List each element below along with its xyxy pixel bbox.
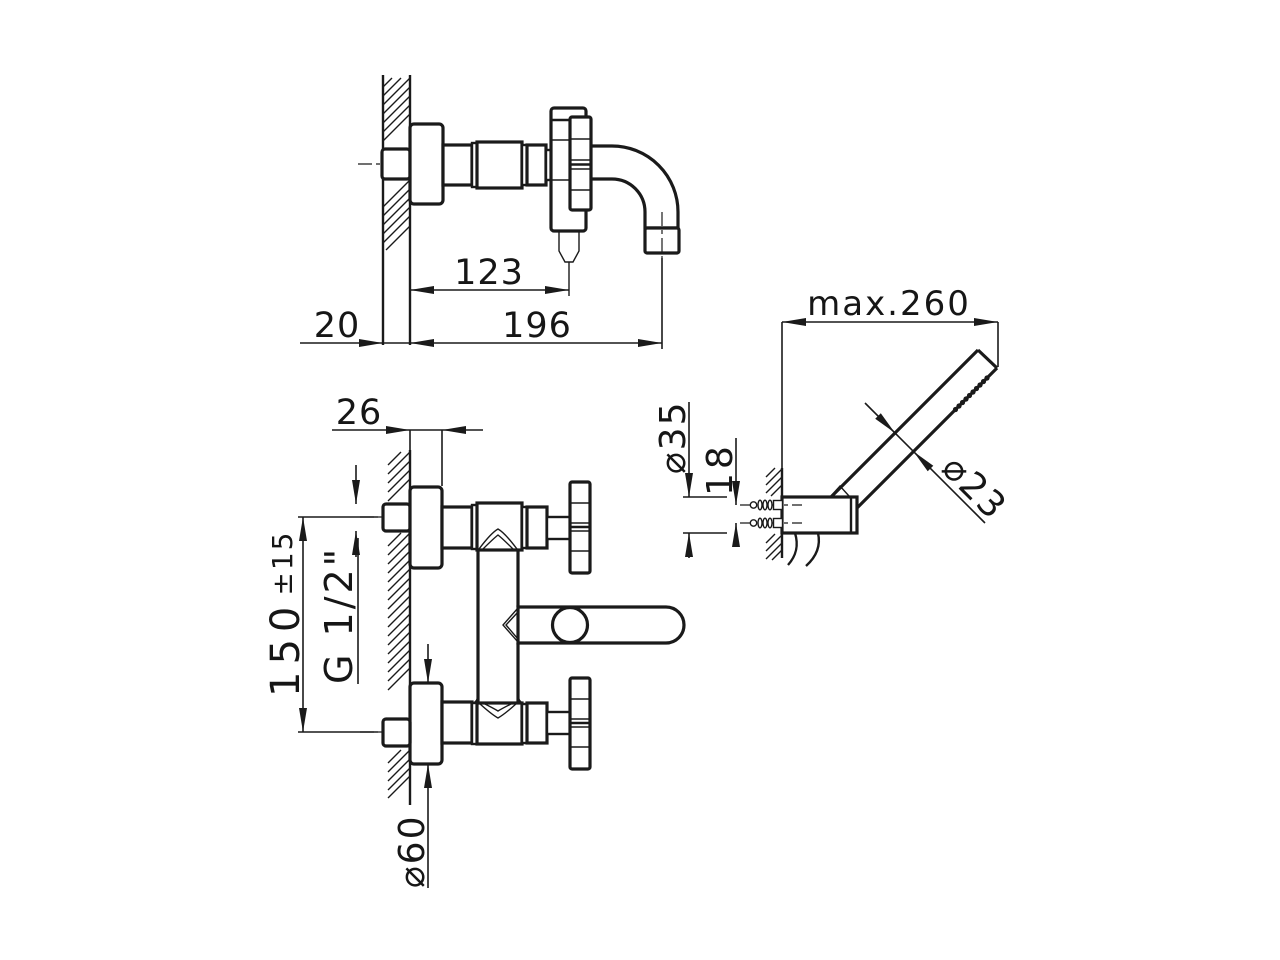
spray-nozzle-dots <box>952 375 990 413</box>
dim-label-20: 20 <box>314 306 361 346</box>
dimension-thread-size: G 1/2" <box>317 465 361 684</box>
dimension-plate-diameter: ⌀35 <box>653 401 727 558</box>
dim-label-150: 150±15 <box>263 531 309 697</box>
wall-union-nut <box>380 147 412 181</box>
dim-label-60: ⌀60 <box>392 815 433 888</box>
wall-flange-top <box>408 485 444 570</box>
dim-label-123: 123 <box>454 253 524 293</box>
dimension-union-spacing: 150±15 <box>263 516 378 733</box>
dim-label-thread: G 1/2" <box>317 546 361 684</box>
front-view-mixer: 26 150±15 G 1/2" ⌀60 <box>263 393 686 888</box>
spout <box>584 144 680 230</box>
wall-flange-bottom <box>408 681 444 766</box>
union-nut-bottom <box>381 717 412 748</box>
dimension-spout-to-outlet: 123 <box>410 253 569 294</box>
lever-knob <box>550 605 590 645</box>
dimension-hose-reach: max.260 <box>782 284 999 367</box>
dim-label-196: 196 <box>502 306 572 346</box>
dim-label-26: 26 <box>336 393 383 433</box>
union-nut-top <box>381 502 412 533</box>
dimension-wall-and-reach: 20 196 <box>300 306 662 347</box>
wall-hatching <box>765 467 783 561</box>
mixer-lever <box>516 605 686 645</box>
hand-shower-view: max.260 ⌀35 18 ⌀23 <box>653 284 1015 567</box>
dim-label-18: 18 <box>700 442 741 496</box>
diverter-outlet <box>558 231 580 263</box>
dimension-handle-diameter: ⌀23 <box>864 402 1015 528</box>
hand-shower-wand <box>829 348 999 510</box>
dimension-flange-diameter: ⌀60 <box>392 644 433 888</box>
shower-bracket <box>780 495 859 535</box>
wall-screws <box>740 499 802 529</box>
wall-hatching <box>387 451 411 799</box>
dimension-screw-spacing: 18 <box>700 438 741 547</box>
handle-cone-tip <box>830 484 850 497</box>
side-view-spout: 123 20 196 <box>300 75 681 349</box>
wall-hatching <box>382 77 411 251</box>
dim-label-max260: max.260 <box>807 284 971 324</box>
wall-flange <box>408 122 445 206</box>
dim-label-35: ⌀35 <box>653 401 694 474</box>
dimension-flange-depth: 26 <box>332 393 483 486</box>
shower-hose <box>787 532 820 567</box>
dim-label-23: ⌀23 <box>934 447 1015 528</box>
